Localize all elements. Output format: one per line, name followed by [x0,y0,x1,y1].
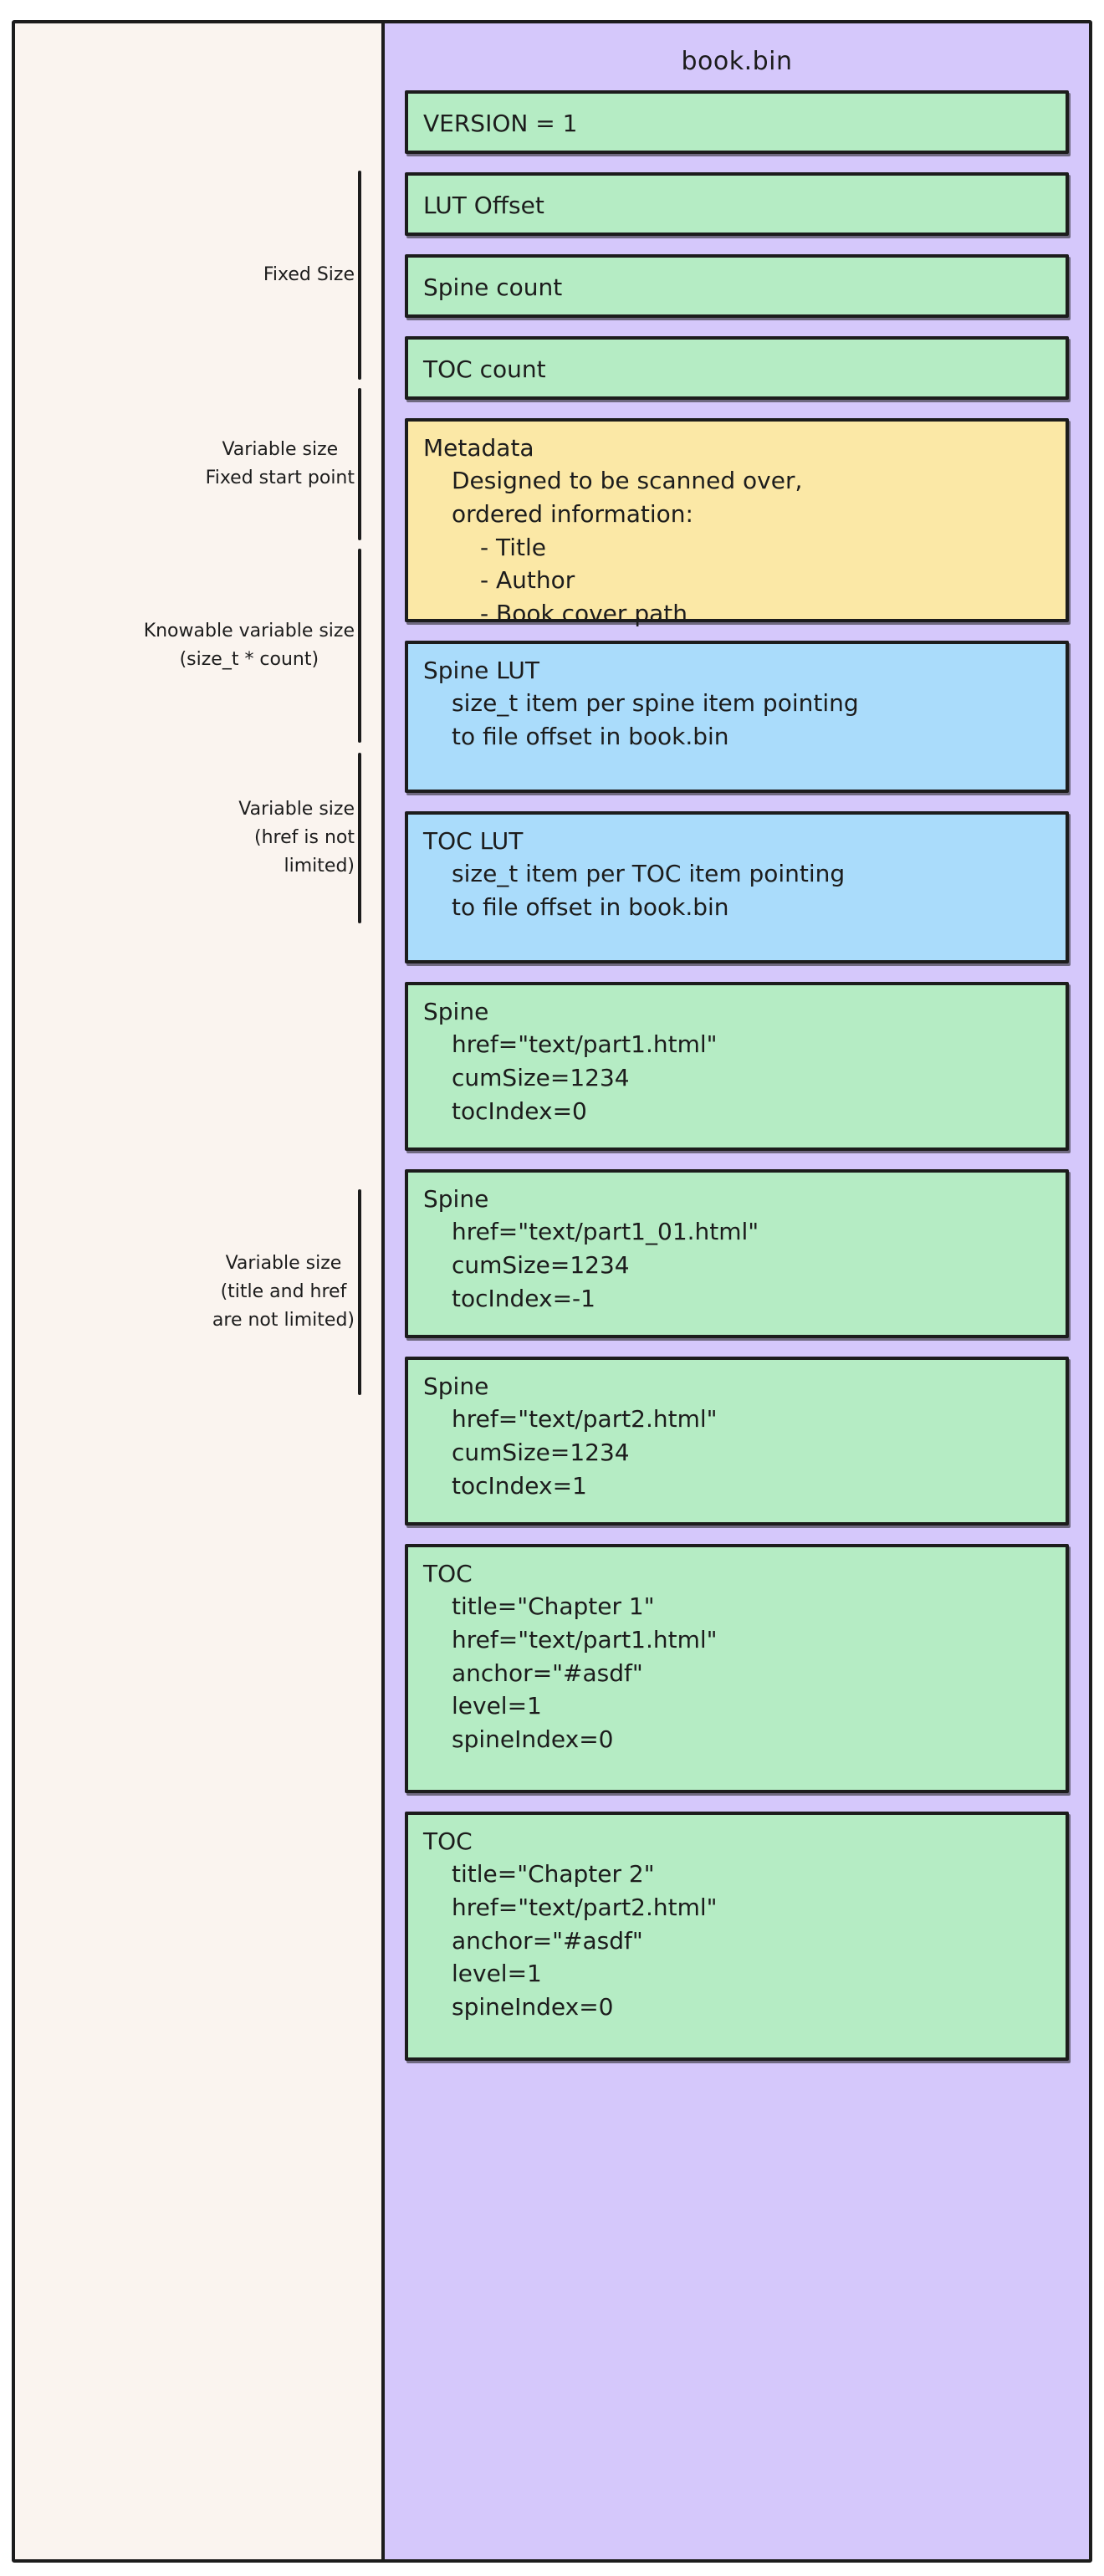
toc-field-spineindex: spineIndex=0 [452,1725,614,1753]
section-spine-3[interactable]: Spine href="text/part2.html" cumSize=123… [405,1357,1069,1526]
spine-field-href: href="text/part2.html" [452,1405,718,1433]
spine-field-cumsize: cumSize=1234 [452,1063,630,1091]
section-metadata[interactable]: Metadata Designed to be scanned over, or… [405,418,1069,627]
section-toc-2-title: TOC [423,1827,473,1855]
group-variable-title-href: Variable size (title and href are not li… [15,1189,385,1395]
group-label-fixed-size: Fixed Size [263,263,355,285]
toc-field-anchor: anchor="#asdf" [452,1926,643,1955]
spine-field-cumsize: cumSize=1234 [452,1250,630,1279]
group-variable-fixed-start: Variable size Fixed start point [15,388,385,540]
section-spine-1[interactable]: Spine href="text/part1.html" cumSize=123… [405,982,1069,1151]
metadata-bullet: - Title [480,533,547,561]
section-spine-2-title: Spine [423,1185,489,1213]
spine-field-cumsize: cumSize=1234 [452,1438,630,1466]
metadata-bullet: - Author [480,566,575,595]
group-label-variable-href: Variable size (href is not limited) [238,798,355,877]
spine-field-href: href="text/part1_01.html" [452,1218,759,1245]
metadata-line: ordered information: [452,499,693,528]
spine-lut-line: to file offset in book.bin [452,722,729,750]
section-toc-2-body: title="Chapter 2" href="text/part2.html"… [452,1858,1050,2024]
toc-field-href: href="text/part2.html" [452,1893,718,1921]
section-spine-1-title: Spine [423,998,489,1025]
section-metadata-body: Designed to be scanned over, ordered inf… [452,464,1050,631]
section-toc-1-body: title="Chapter 1" href="text/part1.html"… [452,1590,1050,1756]
diagram-frame: Fixed Size Variable size Fixed start poi… [12,20,1092,2563]
spine-lut-line: size_t item per spine item pointing [452,689,859,717]
section-spine-count[interactable]: Spine count [405,254,1069,318]
section-spine-lut[interactable]: Spine LUT size_t item per spine item poi… [405,641,1069,793]
group-fixed-size: Fixed Size [15,171,385,380]
toc-field-title: title="Chapter 2" [452,1860,655,1888]
group-label-variable-title-href: Variable size (title and href are not li… [212,1252,355,1331]
section-toc-2[interactable]: TOC title="Chapter 2" href="text/part2.h… [405,1812,1069,2061]
toc-field-spineindex: spineIndex=0 [452,1993,614,2021]
group-tick-variable-fixed-start [358,388,361,540]
section-toc-count[interactable]: TOC count [405,336,1069,400]
metadata-line: Designed to be scanned over, [452,467,803,494]
section-toc-1-title: TOC [423,1560,473,1587]
toc-field-href: href="text/part1.html" [452,1625,718,1653]
section-toc-lut-title: TOC LUT [423,827,524,855]
section-spine-3-body: href="text/part2.html" cumSize=1234 tocI… [452,1403,1050,1502]
toc-field-title: title="Chapter 1" [452,1592,655,1620]
section-spine-2[interactable]: Spine href="text/part1_01.html" cumSize=… [405,1169,1069,1338]
spine-field-tocindex: tocIndex=1 [452,1471,587,1500]
group-tick-knowable-variable [358,549,361,743]
spine-field-tocindex: tocIndex=-1 [452,1284,595,1312]
group-tick-variable-href [358,753,361,923]
file-column: book.bin VERSION = 1 LUT Offset Spine co… [385,23,1089,2559]
group-label-knowable-variable: Knowable variable size (size_t * count) [143,620,355,670]
group-tick-variable-title-href [358,1189,361,1395]
toc-lut-line: size_t item per TOC item pointing [452,860,846,887]
spine-field-href: href="text/part1.html" [452,1030,718,1058]
section-toc-lut-body: size_t item per TOC item pointing to fil… [452,857,1050,924]
spine-field-tocindex: tocIndex=0 [452,1096,587,1125]
section-toc-lut[interactable]: TOC LUT size_t item per TOC item pointin… [405,811,1069,963]
section-version[interactable]: VERSION = 1 [405,90,1069,154]
toc-field-anchor: anchor="#asdf" [452,1659,643,1687]
group-knowable-variable: Knowable variable size (size_t * count) [15,549,385,743]
section-spine-lut-body: size_t item per spine item pointing to f… [452,687,1050,754]
toc-field-level: level=1 [452,1692,542,1720]
section-spine-3-title: Spine [423,1372,489,1400]
section-spine-count-title: Spine count [423,273,563,301]
section-spine-2-body: href="text/part1_01.html" cumSize=1234 t… [452,1215,1050,1315]
section-toc-1[interactable]: TOC title="Chapter 1" href="text/part1.h… [405,1544,1069,1793]
section-toc-count-title: TOC count [423,355,546,383]
section-metadata-title: Metadata [423,434,534,462]
metadata-bullet: - Book cover path [480,600,687,627]
toc-lut-line: to file offset in book.bin [452,892,729,921]
section-lut-offset-title: LUT Offset [423,192,544,219]
section-spine-lut-title: Spine LUT [423,657,540,684]
group-tick-fixed-size [358,171,361,380]
section-spine-1-body: href="text/part1.html" cumSize=1234 tocI… [452,1028,1050,1127]
annotation-column: Fixed Size Variable size Fixed start poi… [15,23,385,2559]
group-variable-href: Variable size (href is not limited) [15,753,385,923]
toc-field-level: level=1 [452,1960,542,1988]
section-lut-offset[interactable]: LUT Offset [405,172,1069,236]
file-title: book.bin [681,47,793,76]
group-label-variable-fixed-start: Variable size Fixed start point [205,438,355,488]
section-stack: VERSION = 1 LUT Offset Spine count TOC c… [405,90,1069,2079]
section-version-title: VERSION = 1 [423,110,578,137]
